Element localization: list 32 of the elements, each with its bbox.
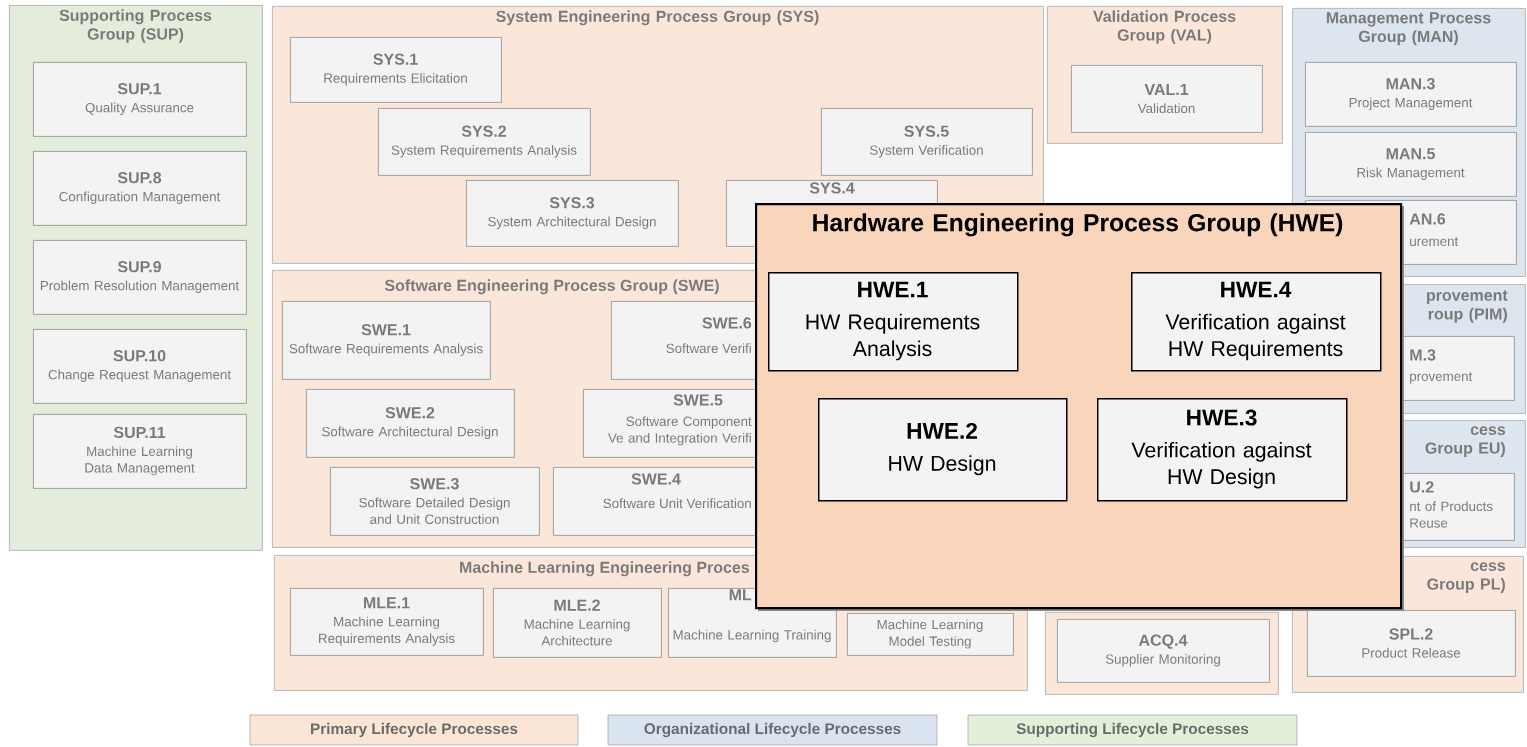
process-box: MLE.2 Machine Learning Architecture	[493, 588, 662, 658]
process-box: SWE.1 Software Requirements Analysis	[282, 301, 491, 380]
legend-item: Primary Lifecycle Processes	[249, 714, 579, 746]
process-box: HWE.1 HW Requirements Analysis	[768, 272, 1019, 372]
process-box: MAN.3 Project Management	[1305, 62, 1517, 127]
legend-item: Supporting Lifecycle Processes	[967, 714, 1298, 746]
process-box: SWE.2 Software Architectural Design	[306, 389, 515, 458]
process-box: HWE.4 Verification against HW Requirements	[1131, 272, 1382, 372]
process-box: VAL.1 Validation	[1071, 65, 1263, 133]
process-box: HWE.2 HW Design	[818, 398, 1068, 502]
process-box: SWE.6 Software Verifi	[611, 301, 756, 380]
legend-item: Organizational Lifecycle Processes	[607, 714, 938, 746]
process-box: SPL.2 Product Release	[1307, 610, 1516, 677]
process-box: SWE.5 Software Component Ve and Integration Verifi	[583, 389, 756, 458]
process-box: MLE.1 Machine Learning Requirements Analysis	[290, 588, 484, 656]
process-box: MAN.5 Risk Management	[1305, 132, 1517, 197]
process-box: SUP.9 Problem Resolution Management	[33, 240, 247, 315]
process-box: SUP.11 Machine Learning Data Management	[33, 414, 247, 489]
process-box: Machine Learning Model Testing	[847, 613, 1014, 656]
process-box: SYS.1 Requirements Elicitation	[290, 37, 502, 103]
process-box: SUP.8 Configuration Management	[33, 151, 247, 226]
process-box: SYS.5 System Verification	[821, 108, 1033, 176]
process-box: M.3 provement	[1400, 336, 1515, 401]
process-box: SUP.10 Change Request Management	[33, 329, 247, 404]
process-box: SWE.4 Software Unit Verification	[553, 467, 756, 536]
process-box: SYS.2 System Requirements Analysis	[378, 108, 591, 176]
process-box: SWE.3 Software Detailed Design and Unit Construction	[330, 467, 540, 536]
process-box: ACQ.4 Supplier Monitoring	[1057, 619, 1270, 683]
process-box: U.2 nt of Products Reuse	[1400, 473, 1515, 541]
process-box: SUP.1 Quality Assurance	[33, 62, 247, 137]
process-box: HWE.3 Verification against HW Design	[1097, 398, 1348, 502]
process-box: SYS.3 System Architectural Design	[466, 180, 679, 247]
